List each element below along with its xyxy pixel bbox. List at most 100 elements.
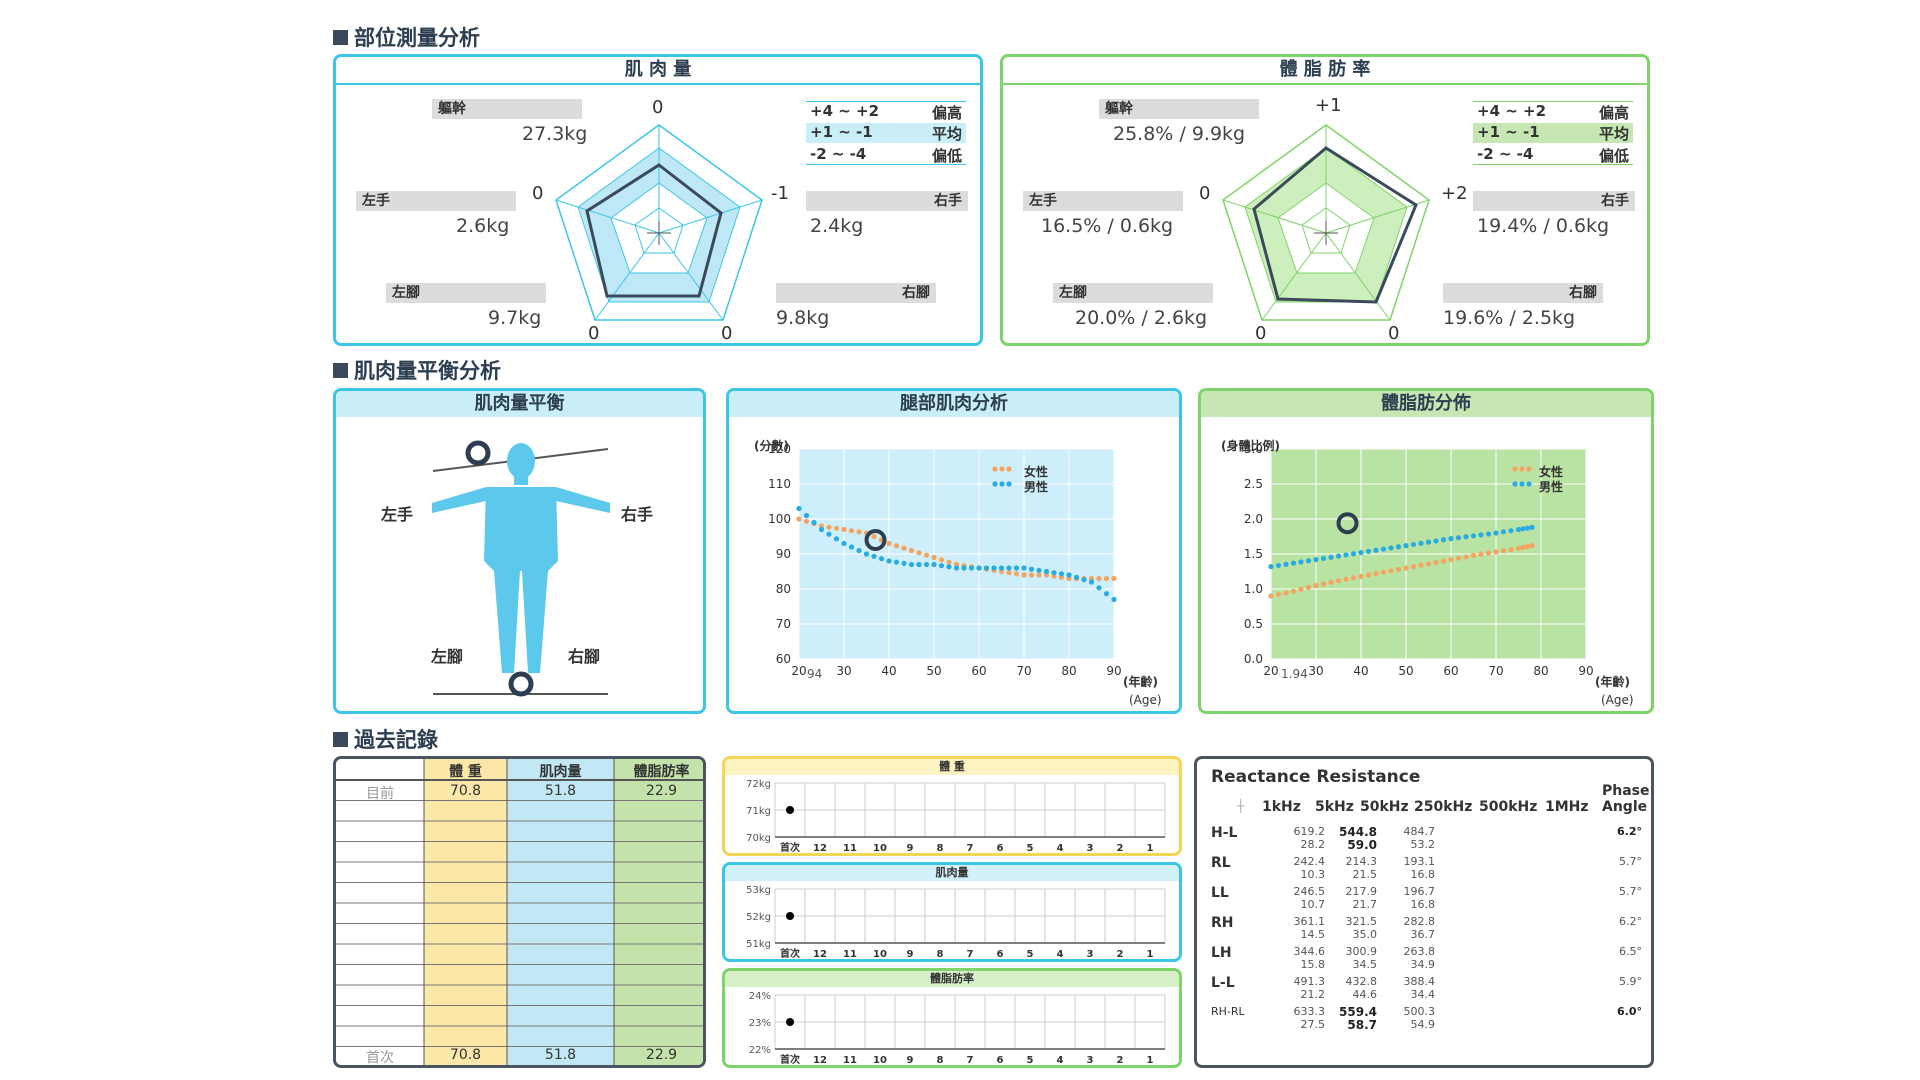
data-point [901,560,907,566]
data-point [1485,531,1492,537]
x-tick-label: 20 [791,664,806,678]
history-first-weight: 70.8 [449,1047,482,1063]
data-point [856,529,862,535]
data-point [1043,568,1050,575]
trend-x-label: 10 [873,843,887,854]
resistance-value: 361.1 [1293,915,1326,928]
history-first-label: 首次 [366,1050,394,1066]
data-point [1343,576,1349,582]
y-tick-label: 60 [776,652,791,666]
data-point [1455,555,1462,561]
data-point [1290,560,1297,566]
trend-x-label: 首次 [780,841,800,854]
trend-x-label: 2 [1117,949,1124,960]
y-tick-label: 110 [768,477,791,491]
data-point [1350,551,1357,557]
data-point [1410,541,1417,548]
data-point [1478,532,1484,538]
trend-x-label: 10 [873,949,887,960]
y-tick-label: 90 [776,547,791,561]
data-point [1520,544,1526,551]
trend-x-label: 5 [1027,843,1034,854]
data-point [1395,566,1402,572]
leg-chart-legend-male: 男性 [1024,480,1049,494]
muscle-score-right: -1 [771,183,789,204]
section-bullet [333,362,348,378]
x-tick-label: 60 [971,664,986,678]
leg-chart-xunit: (Age) [1129,693,1162,707]
data-point [1343,552,1349,558]
data-point [1433,559,1439,565]
x-tick-label: 80 [1061,664,1076,678]
data-point [1463,534,1469,540]
phase-angle-value: 6.0° [1617,1005,1642,1018]
data-point [901,545,907,551]
data-point [1529,524,1535,530]
fat-left-leg-label: 左腳 [1053,283,1213,303]
y-tick-label: 100 [768,512,791,526]
resistance-value: 544.8 [1339,825,1377,839]
data-point [1328,579,1334,585]
data-point [871,533,877,540]
history-current-label: 目前 [366,786,394,802]
user-marker [864,529,887,551]
trend-x-label: 3 [1087,949,1094,960]
reactance-value: 15.8 [1300,958,1326,971]
fat-right-arm-label: 右手 [1473,191,1635,211]
trend-x-label: 1 [1147,1055,1154,1066]
data-point [1508,546,1514,553]
data-point [968,565,975,571]
data-point [1493,530,1499,536]
trend-y-label: 72kg [746,779,771,790]
data-point [953,565,960,571]
data-point [1388,545,1394,551]
fat-dist-chart-legend-male: 男性 [1539,480,1564,494]
trend-muscle-title: 肌肉量 [725,865,1179,881]
trend-y-label: 51kg [746,939,771,950]
legend-swatch [1526,466,1532,472]
data-point [1358,573,1364,579]
reactance-row-label: LL [1211,885,1229,901]
data-point [1440,558,1447,564]
trend-y-label: 52kg [746,912,771,923]
phase-angle-value: 5.9° [1619,975,1642,988]
reactance-value: 28.2 [1300,838,1326,851]
phase-angle-value: 6.5° [1619,945,1642,958]
resistance-value: 242.4 [1293,855,1326,868]
trend-x-label: 7 [967,1055,974,1066]
body-silhouette [432,443,610,673]
data-point [893,559,900,565]
data-point [796,516,802,522]
fat-panel-title: 體 脂 肪 率 [1003,57,1647,85]
data-point [908,547,915,554]
trend-x-label: 3 [1087,1055,1094,1066]
fat-right-leg-value: 19.6% / 2.5kg [1443,307,1576,329]
data-point [803,518,810,524]
data-point [1305,584,1312,590]
resistance-value: 282.8 [1403,915,1436,928]
y-tick-label: 120 [768,442,791,456]
reactance-value: 16.8 [1410,898,1436,911]
resistance-value: 321.5 [1345,915,1378,928]
data-point [841,526,847,533]
muscle-score-bottom-right: 0 [721,323,733,344]
data-point [1418,540,1424,546]
data-point [1103,575,1110,582]
fat-dist-chart-title: 體脂肪分佈 [1201,391,1651,417]
x-tick-label: 70 [1016,664,1031,678]
resistance-value: 263.8 [1403,945,1436,958]
data-point [803,512,810,519]
history-current-fat: 22.9 [645,783,678,799]
data-point [1066,572,1072,578]
data-point [893,543,900,549]
reactance-value: 34.4 [1410,988,1436,1001]
resistance-value: 196.7 [1403,885,1436,898]
y-tick-label: 1.0 [1244,582,1263,596]
data-point [886,540,892,547]
data-point [1320,581,1327,587]
phase-angle-value: 6.2° [1617,825,1642,838]
trend-y-label: 71kg [746,806,771,817]
data-point [908,561,915,568]
